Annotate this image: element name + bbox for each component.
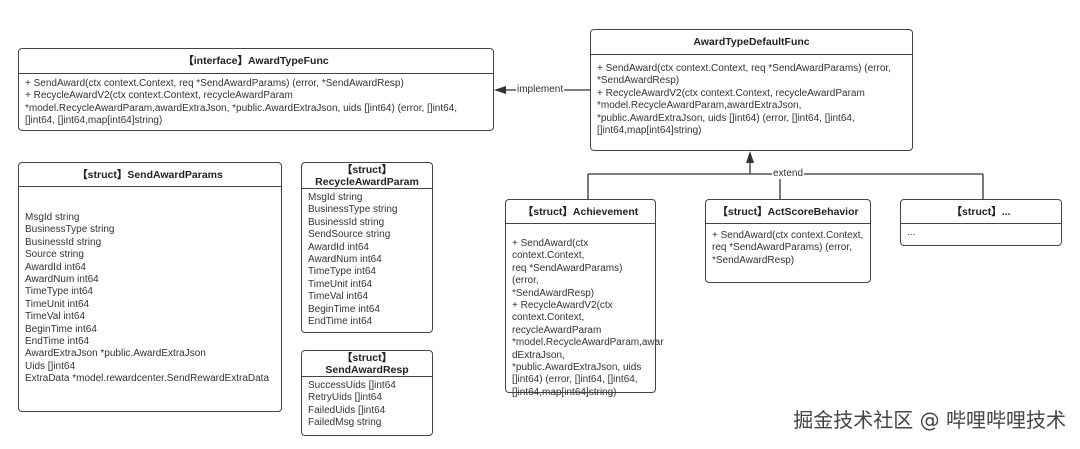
extend-arrowhead [746,151,754,163]
struct-recycle-award-param: 【struct】 RecycleAwardParam MsgId string … [301,162,433,333]
box-title: 【struct】... [901,200,1061,224]
box-body: SuccessUids []int64 RetryUids []int64 Fa… [308,380,396,429]
struct-other: 【struct】... ... [900,199,1062,246]
box-title: 【struct】 RecycleAwardParam [302,163,432,189]
box-body: + SendAward(ctx context.Context, req *Se… [25,78,458,127]
box-title: 【struct】 SendAwardResp [302,351,432,377]
struct-send-award-params: 【struct】SendAwardParams MsgId string Bus… [18,162,282,412]
box-body: + SendAward(ctx context.Context, req *Se… [512,238,664,398]
box-title: 【interface】AwardTypeFunc [19,49,493,74]
box-title: AwardTypeDefaultFunc [591,30,912,55]
box-title: 【struct】ActScoreBehavior [706,200,870,224]
extend-label: extend [772,168,805,179]
award-type-default-func: AwardTypeDefaultFunc + SendAward(ctx con… [590,29,913,151]
struct-send-award-resp: 【struct】 SendAwardResp SuccessUids []int… [301,350,433,436]
box-body: MsgId string BusinessType string Busines… [308,192,398,328]
watermark: 掘金技术社区 @ 哔哩哔哩技术 [793,408,1066,432]
box-title: 【struct】Achievement [506,200,655,224]
implement-arrowhead [494,86,506,94]
box-title: 【struct】SendAwardParams [19,163,281,187]
interface-award-type-func: 【interface】AwardTypeFunc + SendAward(ctx… [18,48,494,131]
struct-achievement: 【struct】Achievement + SendAward(ctx cont… [505,199,664,398]
box-body: + SendAward(ctx context.Context, req *Se… [597,63,891,137]
box-body: MsgId string BusinessType string Busines… [25,212,270,385]
struct-act-score-behavior: 【struct】ActScoreBehavior + SendAward(ctx… [705,199,871,283]
box-body: ... [907,227,916,238]
implement-label: implement [516,84,565,95]
box-body: + SendAward(ctx context.Context, req *Se… [712,230,864,266]
